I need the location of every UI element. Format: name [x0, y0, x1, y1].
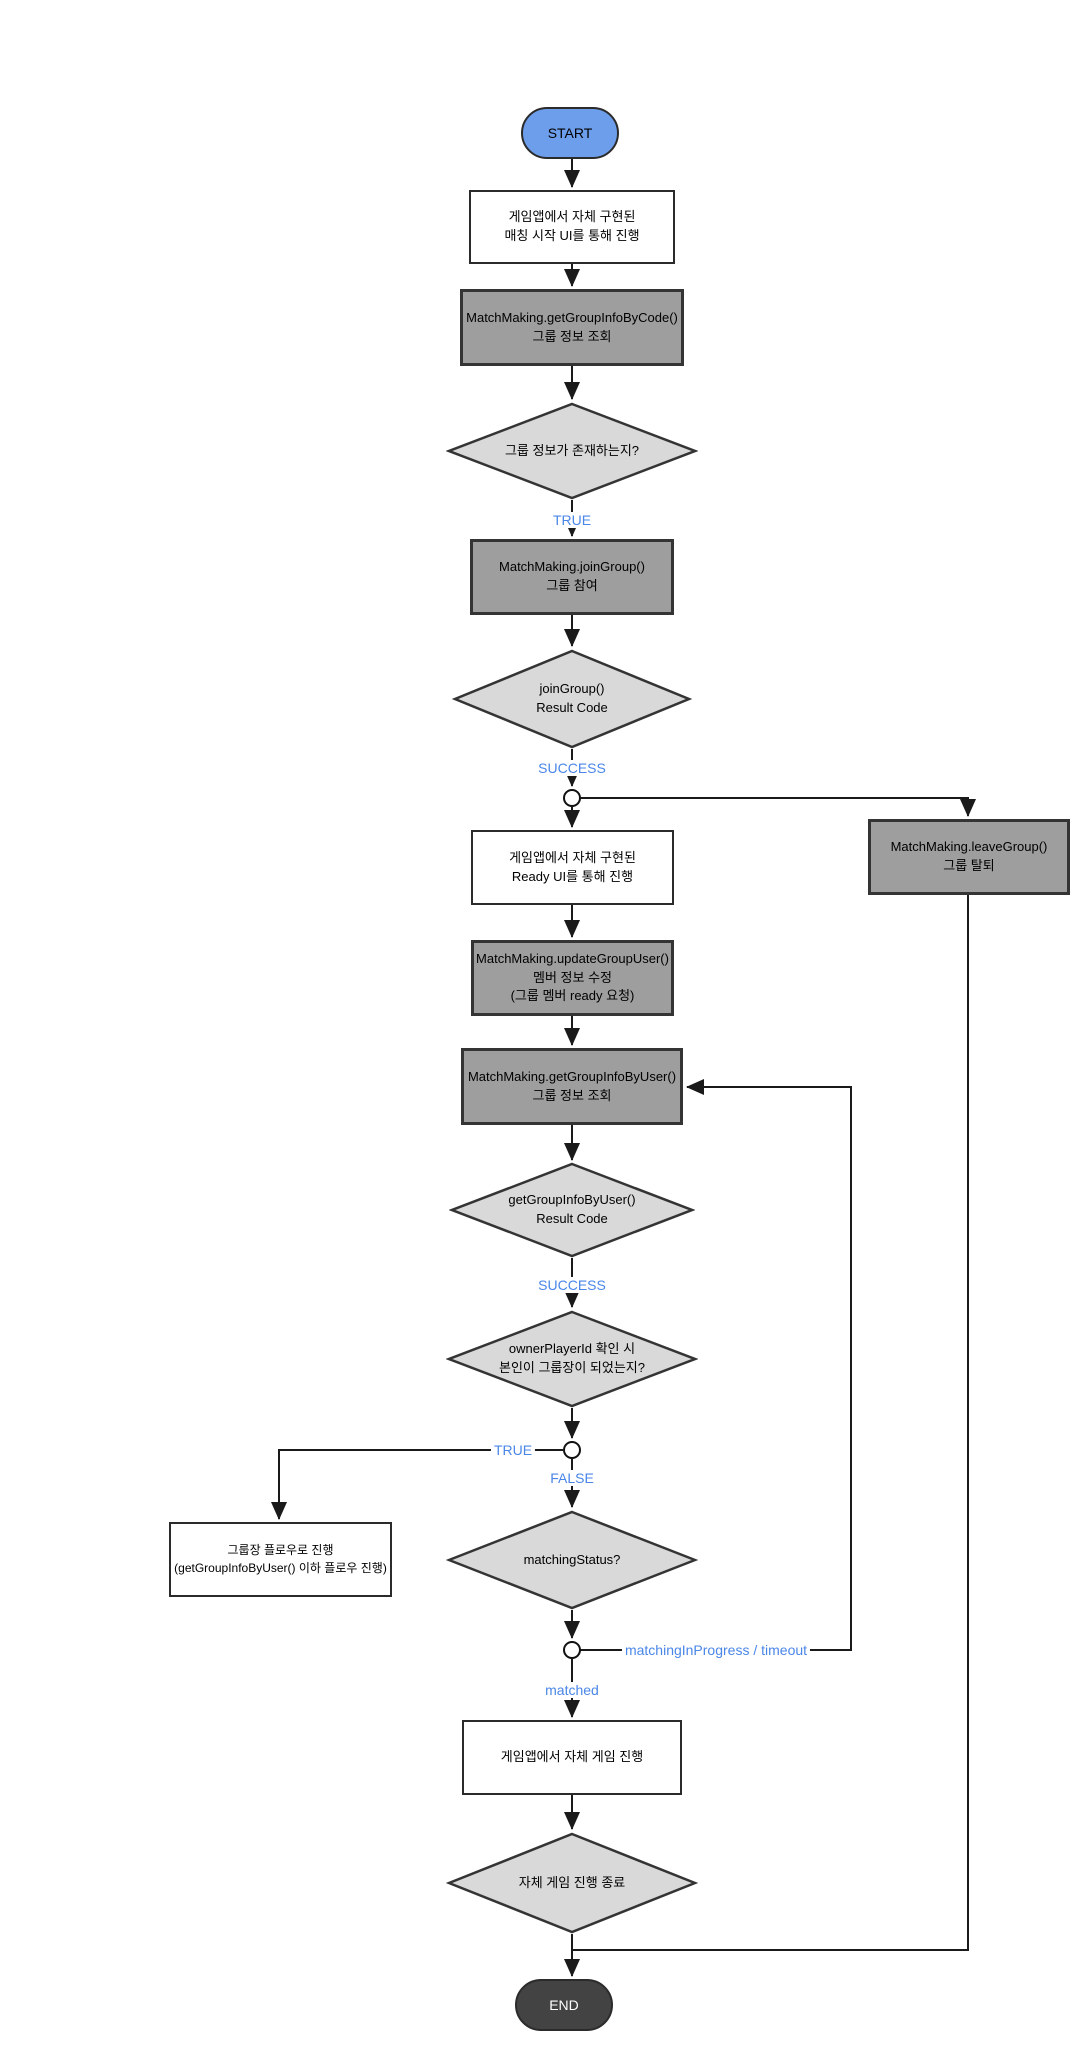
process-ready-ui: 게임앱에서 자체 구현된 Ready UI를 통해 진행 [471, 830, 674, 905]
junction-circle-success [563, 789, 581, 807]
edge-label-owner-true: TRUE [490, 1442, 536, 1458]
decision-group-exists: 그룹 정보가 존재하는지? [446, 402, 698, 500]
decision-group-exists-label: 그룹 정보가 존재하는지? [504, 442, 640, 458]
junction-circle-matching [563, 1641, 581, 1659]
process-game-play-label: 게임앱에서 자체 게임 진행 [500, 1749, 644, 1765]
diamond-shape [446, 1832, 698, 1934]
decision-game-end-label: 자체 게임 진행 종료 [518, 1874, 626, 1890]
decision-get-info-result-label: getGroupInfoByUser() Result Code [508, 1192, 636, 1226]
decision-matching-status-label: matchingStatus? [523, 1551, 621, 1567]
decision-game-end: 자체 게임 진행 종료 [446, 1832, 698, 1934]
edge-label-owner-false: FALSE [547, 1470, 597, 1486]
api-get-group-info-by-user: MatchMaking.getGroupInfoByUser() 그룹 정보 조… [461, 1048, 683, 1125]
end-label: END [549, 1996, 579, 2013]
diamond-shape [452, 649, 692, 749]
diamond-shape [446, 1310, 698, 1408]
edge-label-get-info-success: SUCCESS [535, 1277, 609, 1293]
api-get-group-info-by-code-label: MatchMaking.getGroupInfoByCode() 그룹 정보 조… [466, 309, 678, 344]
process-match-start-ui-label: 게임앱에서 자체 구현된 매칭 시작 UI를 통해 진행 [504, 209, 640, 243]
api-get-group-info-by-code: MatchMaking.getGroupInfoByCode() 그룹 정보 조… [460, 289, 684, 366]
decision-owner-check-label: ownerPlayerId 확인 시 본인이 그룹장이 되었는지? [498, 1341, 645, 1375]
api-leave-group: MatchMaking.leaveGroup() 그룹 탈퇴 [868, 819, 1070, 895]
decision-join-result: joinGroup() Result Code [452, 649, 692, 749]
edge-label-join-success: SUCCESS [535, 760, 609, 776]
decision-get-info-result: getGroupInfoByUser() Result Code [449, 1162, 695, 1258]
process-ready-ui-label: 게임앱에서 자체 구현된 Ready UI를 통해 진행 [509, 849, 636, 884]
process-owner-flow: 그룹장 플로우로 진행 (getGroupInfoByUser() 이하 플로우… [169, 1522, 392, 1597]
diamond-shape [446, 1510, 698, 1610]
api-update-group-user: MatchMaking.updateGroupUser() 멤버 정보 수정 (… [471, 940, 674, 1016]
diamond-shape [449, 1162, 695, 1258]
start-node: START [521, 107, 619, 159]
process-owner-flow-label: 그룹장 플로우로 진행 (getGroupInfoByUser() 이하 플로우… [174, 1543, 387, 1575]
process-match-start-ui: 게임앱에서 자체 구현된 매칭 시작 UI를 통해 진행 [469, 190, 675, 264]
edge-label-matched: matched [542, 1682, 602, 1698]
end-node: END [515, 1979, 613, 2031]
api-get-group-info-by-user-label: MatchMaking.getGroupInfoByUser() 그룹 정보 조… [467, 1068, 677, 1103]
edge-label-matching-in-progress: matchingInProgress / timeout [621, 1642, 811, 1658]
decision-join-result-label: joinGroup() Result Code [536, 681, 608, 715]
edge-label-group-exists-true: TRUE [549, 512, 595, 528]
decision-matching-status: matchingStatus? [446, 1510, 698, 1610]
diamond-shape [446, 402, 698, 500]
start-label: START [547, 124, 593, 141]
decision-owner-check: ownerPlayerId 확인 시 본인이 그룹장이 되었는지? [446, 1310, 698, 1408]
api-leave-group-label: MatchMaking.leaveGroup() 그룹 탈퇴 [890, 839, 1048, 873]
api-join-group: MatchMaking.joinGroup() 그룹 참여 [470, 539, 674, 615]
junction-circle-owner [563, 1441, 581, 1459]
process-game-play: 게임앱에서 자체 게임 진행 [462, 1720, 682, 1795]
api-update-group-user-label: MatchMaking.updateGroupUser() 멤버 정보 수정 (… [476, 950, 669, 1004]
api-join-group-label: MatchMaking.joinGroup() 그룹 참여 [499, 559, 645, 593]
